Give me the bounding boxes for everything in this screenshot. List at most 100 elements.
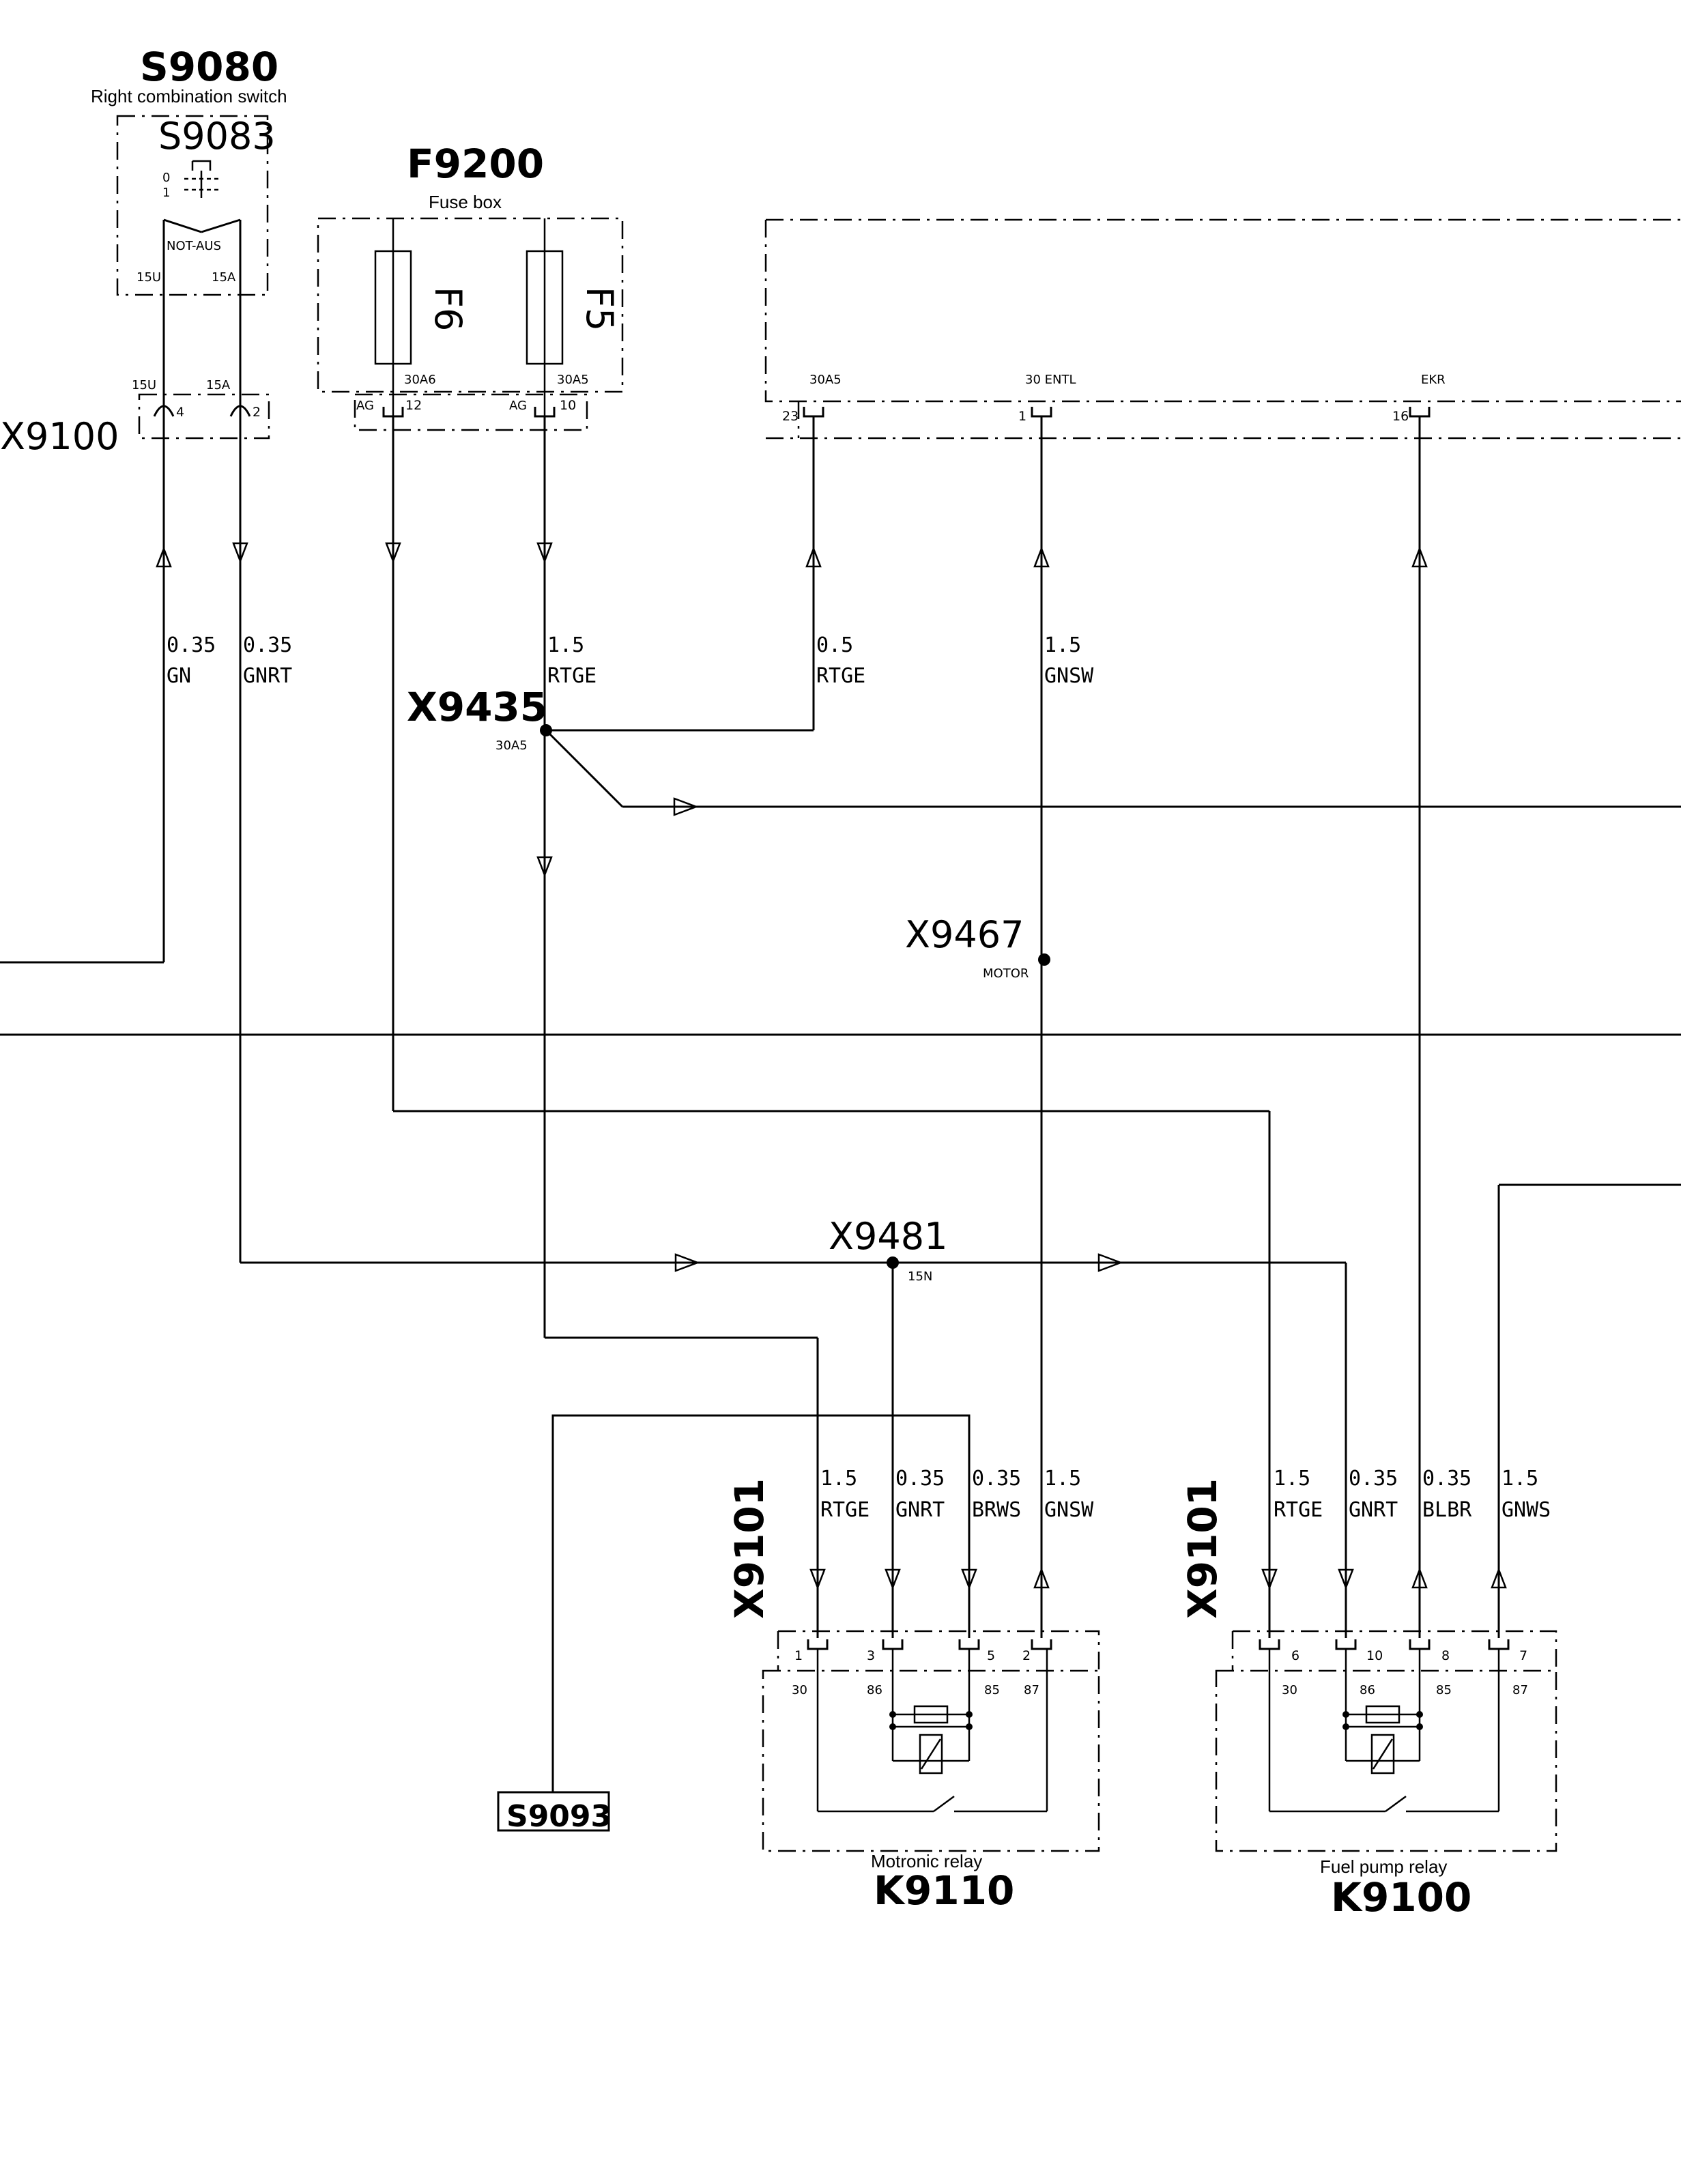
x9100-boundary [138,393,270,440]
f9200-id: F9200 [407,141,544,187]
s9080-id: S9080 [140,44,278,90]
k9100-pin-row [1259,1639,1510,1650]
k9100-term: 30 [1282,1683,1297,1697]
x9100-p1-label: 15U [132,378,156,392]
k9110-pin-num: 5 [987,1648,995,1663]
s9080-name: Right combination switch [91,86,287,106]
arrow-up-icon [156,546,172,568]
wire-color: RTGE [1274,1498,1323,1522]
s9083-label: NOT-AUS [167,239,221,253]
k9110-pin-num: 2 [1022,1648,1031,1663]
k9100-id: K9100 [1331,1874,1471,1921]
wire-size: 1.5 [1044,1467,1081,1491]
k9100-term: 87 [1512,1683,1528,1697]
s9080-boundary [116,115,269,296]
s9093-box [497,1791,610,1832]
upper-p2-num: 1 [1018,409,1026,424]
wire-color: RTGE [820,1498,870,1522]
k9110-term: 30 [792,1683,807,1697]
arrow-right-icon [673,797,699,816]
arrow-right-icon [674,1253,700,1272]
wire-size: 0.35 [895,1467,945,1491]
wire-color: GNRT [1349,1498,1398,1522]
wire-color: GNRT [895,1498,945,1522]
arrow-up-icon [805,546,822,568]
arrow-up-icon [1411,546,1428,568]
wire-size: 1.5 [1502,1467,1538,1491]
upper-pin1-connector-icon [1031,407,1052,418]
s9083-pin-a: 15U [137,270,161,285]
wire-color: RTGE [547,664,597,688]
upper-p3-num: 16 [1392,409,1409,424]
upper-p1-num: 23 [782,409,799,424]
upper-p3-label: EKR [1421,373,1446,387]
arrow-down-icon [809,1568,826,1590]
arrow-down-icon [536,542,553,564]
f9200-name: Fuse box [429,192,502,212]
k9110-pin-row [807,1639,1052,1650]
k9100-term: 86 [1360,1683,1375,1697]
wire-size: 1.5 [1274,1467,1310,1491]
arrow-up-icon [1411,1567,1428,1589]
arrow-up-icon [1033,1567,1050,1589]
x9435-sub: 30A5 [495,738,528,753]
x9481-sub: 15N [908,1269,932,1284]
x9200-connector-boundary [354,393,588,431]
k9100-term: 85 [1436,1683,1452,1697]
arrow-right-icon [1097,1253,1123,1272]
fuse-f6-label: F6 [427,287,470,331]
k9100-pin-num: 8 [1441,1648,1450,1663]
x9101-b-id: X9101 [1179,1478,1226,1619]
wire-size: 0.35 [167,633,216,657]
x9200-n2: 10 [560,398,576,413]
wire-color: GNRT [243,664,292,688]
relay-coil-icon [1268,1649,1500,1813]
k9110-pin-num: 3 [867,1648,875,1663]
k9110-id: K9110 [874,1867,1014,1914]
upper-p2-label: 30 ENTL [1025,373,1076,387]
wire-color: RTGE [816,664,865,688]
k9110-term: 85 [984,1683,1000,1697]
relay-coil-icon [816,1649,1048,1813]
wire-size: 0.35 [243,633,292,657]
x9200-n1: 12 [405,398,422,413]
arrow-up-icon [1491,1567,1507,1589]
k9100-boundary [1215,1669,1557,1852]
wire-color: GNWS [1502,1498,1551,1522]
arrow-up-icon [1033,546,1050,568]
k9110-term: 87 [1024,1683,1039,1697]
wire-size: 0.35 [972,1467,1021,1491]
fuse-f5-label: F5 [578,287,621,331]
wire-size: 1.5 [547,633,584,657]
upper-pin23-connector-icon [803,407,824,418]
x9467-id: X9467 [905,913,1024,956]
k9110-boundary [762,1669,1100,1852]
x9200-ag2: AG [509,399,527,413]
wire-size: 0.35 [1422,1467,1471,1491]
arrow-down-icon [885,1568,901,1590]
x9481-id: X9481 [829,1215,947,1258]
x9100-p2-label: 15A [206,378,231,392]
k9100-name: Fuel pump relay [1320,1856,1447,1877]
switch-symbol-icon [163,160,241,233]
arrow-down-icon [961,1568,977,1590]
s9083-pin-b: 15A [212,270,236,285]
wire-size: 1.5 [820,1467,857,1491]
x9101-a-id: X9101 [726,1478,773,1619]
wire-color: BRWS [972,1498,1021,1522]
x9100-p1-num: 4 [176,405,184,420]
arrow-down-icon [232,542,248,564]
k9110-name: Motronic relay [871,1851,982,1871]
f9200-out1: 30A6 [404,373,436,387]
x9100-id: X9100 [0,415,119,458]
s9083-id: S9083 [158,115,276,158]
upper-pin16-connector-icon [1409,407,1431,418]
wire-color: GNSW [1044,664,1094,688]
k9100-pin-num: 7 [1519,1648,1527,1663]
k9100-pin-num: 6 [1291,1648,1299,1663]
upper-p1-label: 30A5 [809,373,842,387]
wire-color: GN [167,664,191,688]
arrow-down-icon [385,542,401,564]
k9110-term: 86 [867,1683,882,1697]
